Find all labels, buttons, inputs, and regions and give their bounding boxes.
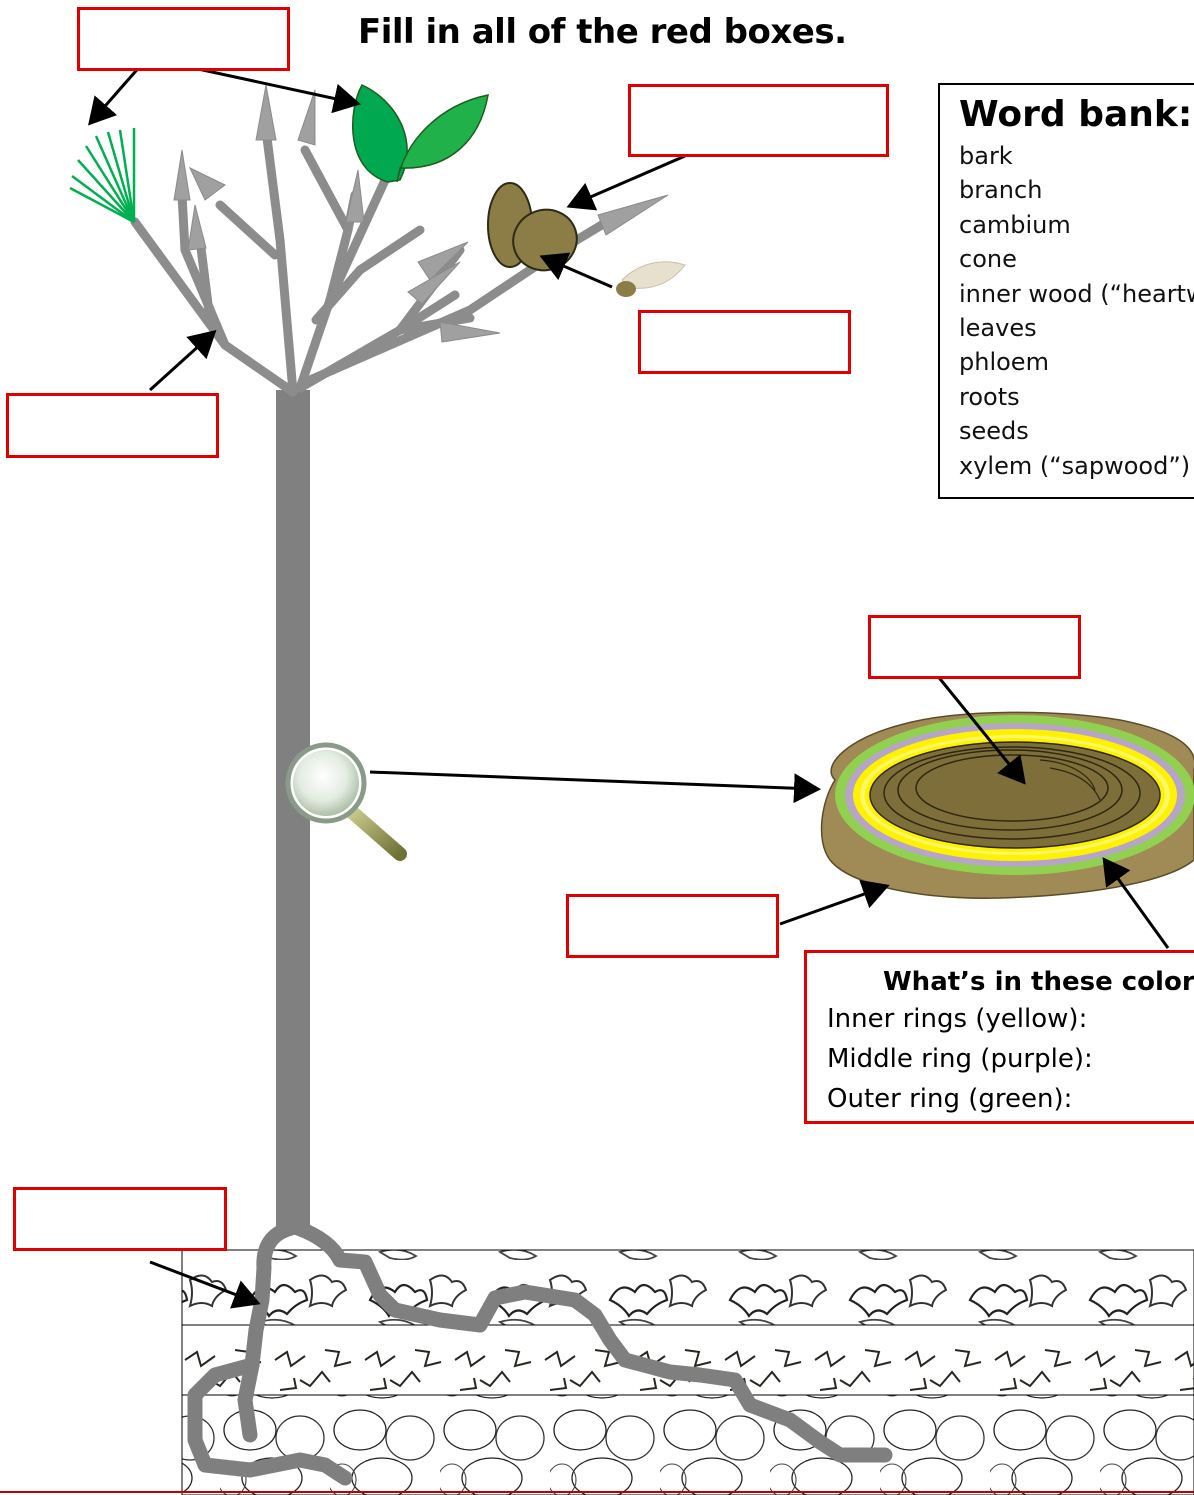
word-bank: Word bank: bark branch cambium cone inne… bbox=[938, 83, 1194, 499]
seed-icon bbox=[616, 261, 686, 297]
label-box-cone[interactable] bbox=[628, 84, 889, 157]
word-bank-item: leaves bbox=[959, 314, 1037, 343]
magnifying-glass-icon bbox=[285, 742, 407, 861]
word-bank-title: Word bank: bbox=[959, 94, 1193, 135]
label-box-seeds[interactable] bbox=[638, 310, 851, 374]
label-box-bark[interactable] bbox=[566, 894, 779, 958]
pine-needles-icon bbox=[69, 128, 136, 224]
inner-rings-label: Inner rings (yellow): bbox=[827, 1004, 1088, 1034]
topsoil-layer bbox=[181, 1324, 1194, 1396]
cone-icon bbox=[487, 182, 578, 272]
word-bank-item: bark bbox=[959, 142, 1013, 170]
word-bank-item: xylem (“sapwood”) bbox=[959, 451, 1191, 480]
label-box-roots[interactable] bbox=[13, 1187, 227, 1251]
outer-ring-label: Outer ring (green): bbox=[827, 1084, 1073, 1114]
branch-tips bbox=[173, 84, 669, 343]
trunk-cross-section bbox=[820, 711, 1194, 899]
label-box-heartwood[interactable] bbox=[868, 615, 1081, 679]
soil-layers bbox=[0, 1249, 1194, 1495]
word-bank-item: cone bbox=[959, 245, 1017, 274]
ring-colors-box[interactable]: What’s in these colors? Inner rings (yel… bbox=[804, 950, 1194, 1124]
word-bank-list: bark branch cambium cone inner wood (“he… bbox=[940, 139, 1194, 483]
word-bank-item: branch bbox=[959, 176, 1043, 205]
word-bank-item: inner wood (“heartwood”) bbox=[959, 279, 1194, 308]
middle-ring-label: Middle ring (purple): bbox=[827, 1044, 1093, 1074]
instruction-heading: Fill in all of the red boxes. bbox=[358, 12, 847, 52]
roots bbox=[187, 1220, 893, 1486]
word-bank-item: phloem bbox=[959, 348, 1049, 377]
label-box-leaves[interactable] bbox=[77, 7, 290, 71]
label-box-branch[interactable] bbox=[6, 393, 219, 458]
leaf-icon bbox=[352, 84, 489, 183]
ring-colors-heading: What’s in these colors? bbox=[883, 967, 1194, 997]
word-bank-item: cambium bbox=[959, 210, 1071, 239]
word-bank-item: roots bbox=[959, 382, 1020, 411]
word-bank-item: seeds bbox=[959, 417, 1029, 446]
pointer-arrows bbox=[88, 62, 1170, 1309]
rock-layer bbox=[181, 1394, 1194, 1495]
